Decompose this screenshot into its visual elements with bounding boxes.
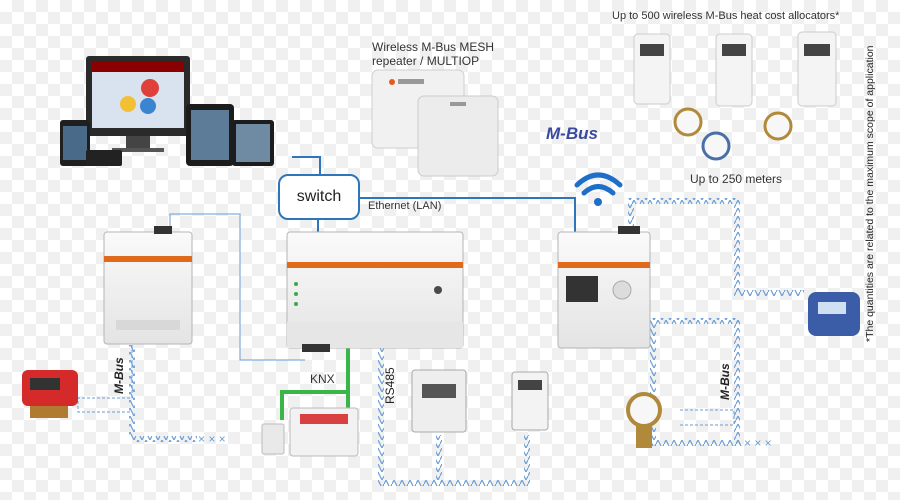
wifi-icon — [574, 172, 623, 206]
knx-label: KNX — [310, 372, 335, 386]
rs485-wire — [378, 345, 530, 486]
main-controller — [286, 231, 464, 352]
mbus-logo: M-Bus — [546, 124, 598, 143]
rs485-label: RS485 — [383, 367, 397, 404]
mbus-label-right: M-Bus — [718, 363, 732, 400]
computer-tablet-phone-icon — [60, 56, 274, 166]
ethernet-label: Ethernet (LAN) — [368, 200, 442, 212]
energy-meter-icons — [411, 369, 549, 433]
heat-cost-allocator-icons — [633, 31, 837, 107]
repeater-label-line2: repeater / MULTIOP — [372, 54, 480, 68]
heat-meter-icon — [22, 370, 78, 418]
mbus-label-left: M-Bus — [112, 357, 126, 394]
meters-label: Up to 250 meters — [690, 172, 783, 186]
knx-actuator-icon — [261, 407, 359, 457]
wireless-meter-icon — [808, 292, 860, 336]
x-marks-left: × × × — [198, 432, 226, 446]
mbus-controller — [557, 226, 651, 349]
allocators-label: Up to 500 wireless M-Bus heat cost alloc… — [612, 10, 840, 22]
switch-label: switch — [296, 188, 342, 205]
water-meter-icons — [673, 107, 793, 161]
mbus-wire-left — [77, 345, 197, 442]
network-switch: switch — [278, 174, 360, 220]
left-controller — [103, 226, 193, 345]
bus-cables — [169, 213, 305, 361]
mesh-repeater-icon — [371, 69, 499, 177]
lan-connections — [292, 156, 576, 232]
x-marks-right: × × × — [744, 436, 772, 450]
footnote: *The quantities are related to the maxim… — [864, 45, 876, 343]
repeater-label-line1: Wireless M-Bus MESH — [372, 40, 495, 54]
water-meter-bottom-icon — [626, 392, 662, 448]
